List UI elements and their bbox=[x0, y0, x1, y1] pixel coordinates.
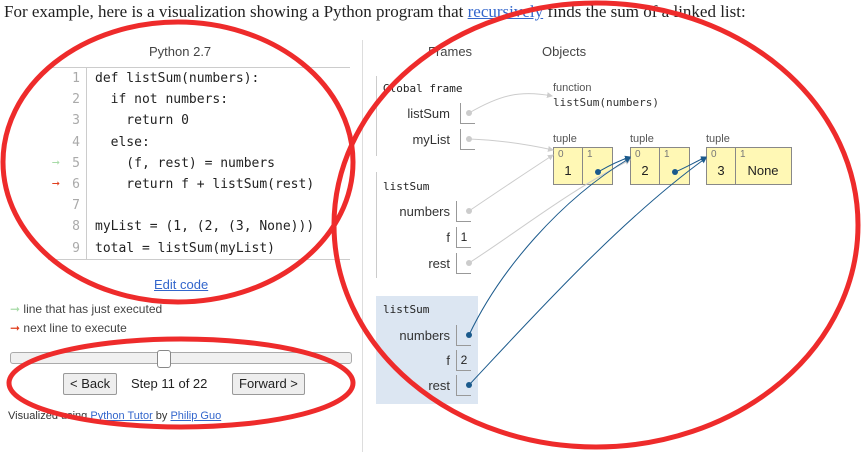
frame-title: listSum bbox=[383, 303, 430, 316]
red-arrow-icon: ➞ bbox=[10, 321, 21, 335]
pointer-arrow bbox=[468, 159, 631, 264]
back-button[interactable]: < Back bbox=[63, 373, 118, 395]
step-slider-track[interactable] bbox=[10, 352, 352, 364]
gutter-separator bbox=[86, 68, 87, 259]
code-line: 7 bbox=[72, 198, 80, 214]
pointer-arrow bbox=[597, 155, 631, 173]
tuple-type-label: tuple bbox=[553, 133, 577, 145]
legend-executed: ➞ line that has just executed bbox=[10, 302, 163, 316]
intro-sentence: For example, here is a visualization sho… bbox=[4, 2, 746, 21]
var-f: f bbox=[446, 230, 450, 245]
footer-credit: Visualized using Python Tutor by Philip … bbox=[8, 410, 222, 422]
var-f: f bbox=[446, 353, 450, 368]
var-box bbox=[460, 103, 475, 124]
code-line: 2 if not numbers: bbox=[72, 92, 229, 108]
green-arrow-icon: ➞ bbox=[52, 155, 60, 171]
var-box bbox=[456, 375, 471, 396]
pointer-arrow bbox=[468, 138, 554, 152]
var-rest: rest bbox=[428, 378, 450, 393]
recursively-link[interactable]: recursively bbox=[467, 2, 544, 21]
forward-button[interactable]: Forward > bbox=[232, 373, 305, 395]
code-line: 3 return 0 bbox=[72, 113, 189, 129]
var-rest: rest bbox=[428, 256, 450, 271]
var-f-value: 2 bbox=[456, 350, 471, 371]
var-box bbox=[456, 201, 471, 222]
global-frame-border bbox=[376, 76, 377, 156]
python-tutor-link[interactable]: Python Tutor bbox=[90, 410, 153, 422]
function-signature: listSum(numbers) bbox=[553, 96, 659, 109]
objects-header: Objects bbox=[542, 44, 587, 59]
step-counter: Step 11 of 22 bbox=[131, 376, 208, 391]
edit-code-link[interactable]: Edit code bbox=[154, 277, 209, 292]
tuple-type-label: tuple bbox=[706, 133, 730, 145]
step-slider-thumb[interactable] bbox=[157, 350, 171, 368]
var-box bbox=[460, 129, 475, 150]
language-label: Python 2.7 bbox=[149, 44, 212, 59]
var-listSum: listSum bbox=[407, 106, 450, 121]
legend-next: ➞ next line to execute bbox=[10, 321, 127, 335]
global-frame-title: Global frame bbox=[383, 82, 463, 95]
code-line: 4 else: bbox=[72, 134, 150, 150]
frame-title: listSum bbox=[383, 180, 430, 193]
var-myList: myList bbox=[412, 132, 450, 147]
pointer-arrow bbox=[468, 157, 707, 386]
red-arrow-icon: ➞ bbox=[52, 176, 60, 192]
var-numbers: numbers bbox=[399, 204, 450, 219]
var-box bbox=[456, 325, 471, 346]
pointer-arrow bbox=[468, 157, 631, 336]
code-line-next: ➞6 return f + listSum(rest) bbox=[52, 176, 315, 192]
code-line-executed: ➞5 (f, rest) = numbers bbox=[52, 155, 276, 171]
annotation-ellipse bbox=[331, 0, 861, 450]
annotation-ellipse bbox=[6, 336, 356, 430]
annotation-ellipse bbox=[0, 19, 356, 305]
active-frame-highlight bbox=[376, 296, 478, 404]
pointer-arrow bbox=[468, 92, 553, 114]
var-box bbox=[456, 253, 471, 274]
panel-divider bbox=[362, 40, 363, 452]
tuple-type-label: tuple bbox=[630, 133, 654, 145]
green-arrow-icon: ➞ bbox=[10, 302, 21, 316]
var-f-value: 1 bbox=[456, 227, 471, 248]
function-type-label: function bbox=[553, 82, 592, 94]
pointer-arrow bbox=[468, 154, 554, 212]
frame-border bbox=[376, 172, 377, 278]
var-numbers: numbers bbox=[399, 328, 450, 343]
author-link[interactable]: Philip Guo bbox=[170, 410, 222, 422]
